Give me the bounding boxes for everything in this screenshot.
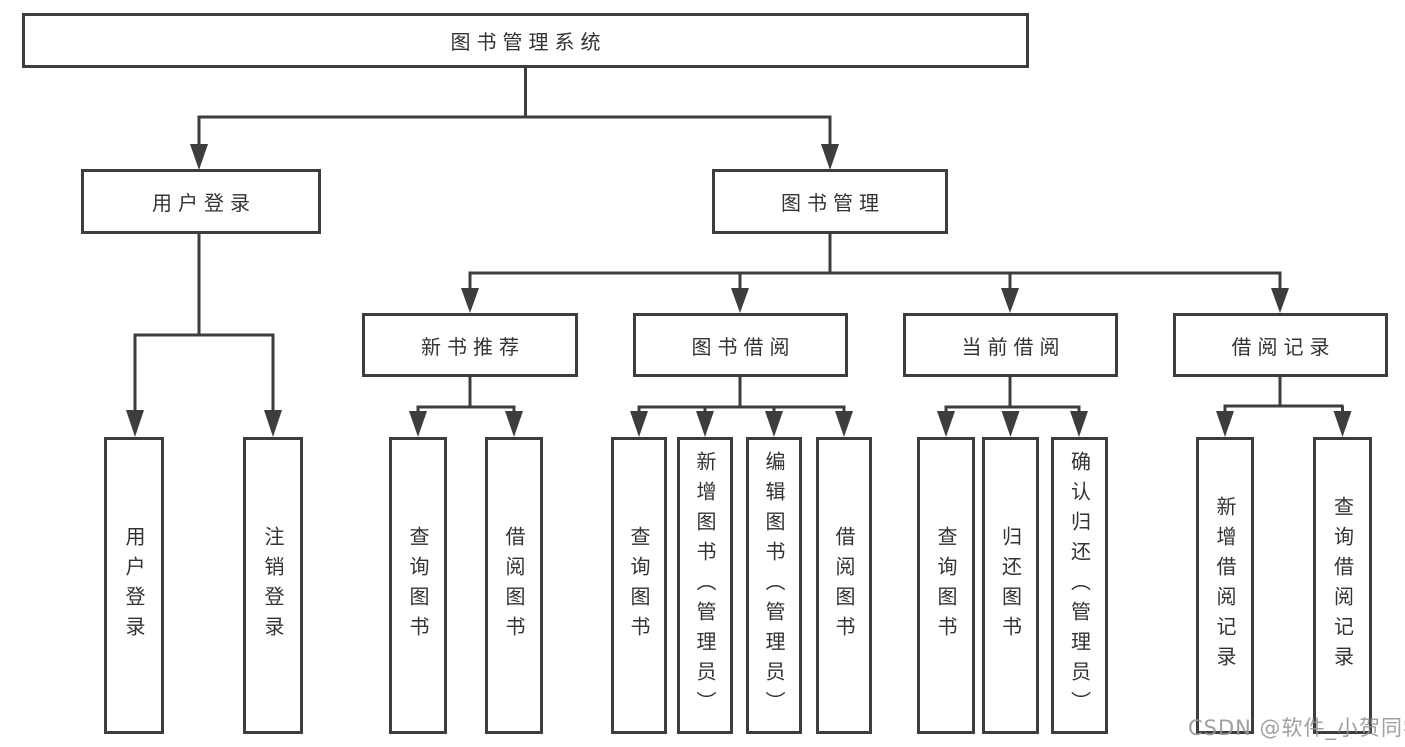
node-book-management-label: 图书管理 xyxy=(781,191,885,215)
node-current-borrow-label: 当前借阅 xyxy=(961,334,1066,359)
node-book-borrow-label: 图书借阅 xyxy=(691,334,796,359)
leaf-query-books-recommend: 查询图书 xyxy=(389,437,447,734)
leaf-confirm-return-admin-label: 确认归还（管理员） xyxy=(1067,450,1092,721)
node-book-borrow: 图书借阅 xyxy=(633,313,848,377)
leaf-return-books-label: 归还图书 xyxy=(998,525,1023,646)
leaf-query-books-borrow-label: 查询图书 xyxy=(627,525,651,646)
leaf-borrow-books: 借阅图书 xyxy=(816,437,872,734)
leaf-borrow-books-recommend: 借阅图书 xyxy=(485,437,543,734)
leaf-user-login: 用户登录 xyxy=(104,437,164,734)
node-current-borrow: 当前借阅 xyxy=(903,313,1118,377)
csdn-watermark: CSDN @软件_小贺同学 xyxy=(1188,716,1405,740)
leaf-return-books: 归还图书 xyxy=(982,437,1039,734)
leaf-query-borrow-record: 查询借阅记录 xyxy=(1313,437,1372,734)
node-root: 图书管理系统 xyxy=(22,13,1029,68)
leaf-logout: 注销登录 xyxy=(243,437,303,734)
leaf-edit-books-admin-label: 编辑图书（管理员） xyxy=(762,450,786,721)
leaf-add-borrow-record-label: 新增借阅记录 xyxy=(1213,495,1237,676)
leaf-query-borrow-record-label: 查询借阅记录 xyxy=(1330,495,1355,676)
node-user-login: 用户登录 xyxy=(81,169,321,234)
arrowheads xyxy=(126,144,1352,437)
node-user-login-label: 用户登录 xyxy=(152,191,256,215)
leaf-query-books-current-label: 查询图书 xyxy=(934,525,958,646)
leaf-query-books-recommend-label: 查询图书 xyxy=(406,525,430,646)
node-root-label: 图书管理系统 xyxy=(450,30,607,54)
leaf-confirm-return-admin: 确认归还（管理员） xyxy=(1051,437,1108,734)
leaf-add-borrow-record: 新增借阅记录 xyxy=(1196,437,1254,734)
node-new-book-recommend-label: 新书推荐 xyxy=(421,334,525,359)
leaf-query-books-current: 查询图书 xyxy=(917,437,975,734)
leaf-logout-label: 注销登录 xyxy=(261,525,285,646)
leaf-add-books-admin-label: 新增图书（管理员） xyxy=(693,450,717,721)
leaf-query-books-borrow: 查询图书 xyxy=(611,437,667,734)
leaf-borrow-books-label: 借阅图书 xyxy=(832,525,856,646)
node-book-management: 图书管理 xyxy=(712,169,948,234)
leaf-user-login-label: 用户登录 xyxy=(122,525,146,646)
leaf-borrow-books-recommend-label: 借阅图书 xyxy=(502,525,526,646)
node-borrow-records-label: 借阅记录 xyxy=(1231,334,1336,359)
leaf-add-books-admin: 新增图书（管理员） xyxy=(677,437,733,734)
leaf-edit-books-admin: 编辑图书（管理员） xyxy=(746,437,802,734)
node-borrow-records: 借阅记录 xyxy=(1173,313,1388,377)
node-new-book-recommend: 新书推荐 xyxy=(362,313,578,377)
